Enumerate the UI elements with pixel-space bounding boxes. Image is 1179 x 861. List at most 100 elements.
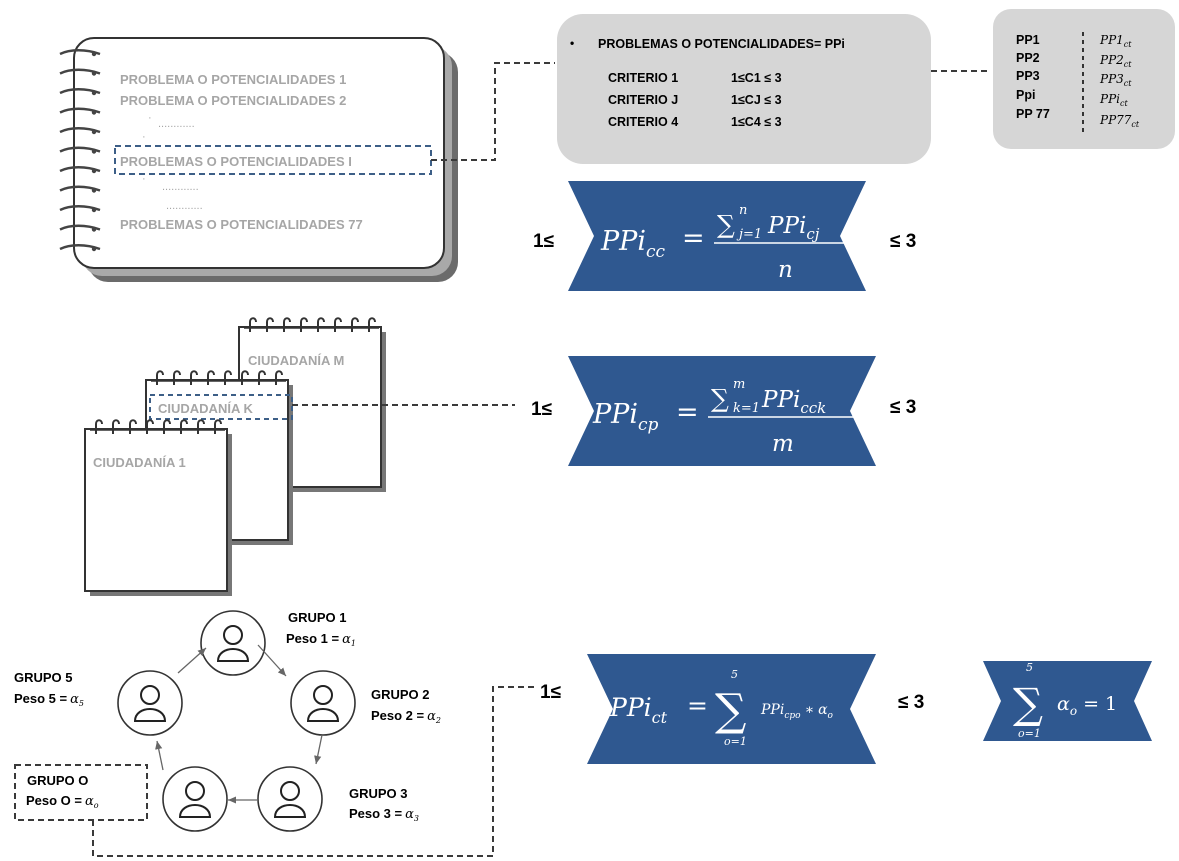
formula-3-term: PPicpo∗αo [760,702,834,721]
formula-3-sigma: ∑ [715,685,746,736]
pp-box: PP1 PP2 PP3 Ppi PP 77 PP1ct PP2ct PP3ct … [993,9,1175,149]
notepad-rings [151,370,286,385]
pp-value-i: PPict [1099,92,1128,108]
notepad-ring-icon [283,317,291,332]
notepad-icon: CIUDADANÍA 1 [84,419,232,596]
group-2-peso: Peso 2 =α2 [371,708,441,725]
spiral-ring-icon [59,185,101,192]
notepad-ring-icon [249,317,257,332]
person-icon [216,625,250,662]
formula-2-numerator: PPicck [761,387,826,417]
spiral-ring-icon [59,244,101,251]
formula-3-lower-bound: 1≤ [540,682,561,703]
notepad-ring-icon [129,419,137,434]
person-icon [133,685,167,722]
criteria-bullet: • [570,36,574,50]
group-1-name: GRUPO 1 [288,610,347,625]
criterio-4-range: 1≤C4 ≤ 3 [731,115,782,129]
formula-3: 1≤ PPict = ∑ 5 o=1 PPicpo∗αo ≤ 3 [540,654,924,764]
notebook-dots: ............ [158,118,195,130]
formula-4: ∑ 5 o=1 αo= 1 [983,661,1152,741]
criterio-j-range: 1≤CJ ≤ 3 [731,93,782,107]
spiral-hole-icon [91,51,97,57]
formula-2: 1≤ PPicp = ∑ k=1 m PPicck m ≤ 3 [531,356,916,466]
formula-1-equals: = [682,223,705,254]
notepad-ring-icon [317,317,325,332]
notebook-line-2: PROBLEMA O POTENCIALIDADES 2 [120,93,346,108]
spiral-hole-icon [91,188,97,193]
notepad-ring-icon [214,419,222,434]
arrow-icon [177,647,207,674]
person-icon [273,781,307,818]
formula-2-lower-bound: 1≤ [531,399,552,420]
notepad-ring-icon [224,370,232,385]
formula-1: 1≤ PPicc = ∑ j=1 n PPicj n ≤ 3 [533,181,916,291]
notebook-line-77: PROBLEMAS O POTENCIALIDADES 77 [120,217,363,232]
spiral-ring-icon [59,88,101,95]
criterio-4-label: CRITERIO 4 [608,115,678,129]
spiral-hole-icon [91,207,97,213]
notepad-ring-icon [112,419,120,434]
spiral-ring-icon [59,146,101,153]
formula-1-lhs: PPicc [600,226,666,262]
notebook-line-1: PROBLEMA O POTENCIALIDADES 1 [120,72,346,87]
spiral-hole-icon [91,168,97,174]
notepad-ring-icon [334,317,342,332]
notebook-content: PROBLEMA O POTENCIALIDADES 1 PROBLEMA O … [114,72,432,232]
pp-label-3: PP3 [1016,69,1040,83]
pp-label-2: PP2 [1016,51,1040,65]
pp-label-77: PP 77 [1016,107,1050,121]
group-3-name: GRUPO 3 [349,786,408,801]
notepad-ring-icon [266,317,274,332]
notepad-ring-icon [190,370,198,385]
spiral-hole-icon [91,149,97,154]
group-5-peso: Peso 5 =α5 [14,691,84,708]
pp-value-77: PP77ct [1099,113,1140,129]
formula-2-sum-sup: m [733,377,745,392]
formula-1-banner [568,181,866,291]
criteria-heading: PROBLEMAS O POTENCIALIDADES= PPi [598,37,845,51]
group-1-peso: Peso 1 =α1 [286,631,356,648]
group-o-node [162,766,228,832]
notepad-ring-icon [173,370,181,385]
formula-1-sum-sub: j=1 [736,227,762,242]
group-cycle: GRUPO 1 Peso 1 =α1 GRUPO 2 Peso 2 =α2 GR… [14,610,441,832]
notepad-ring-icon [241,370,249,385]
notepad-ring-icon [368,317,376,332]
connector-notebook-criteria [431,62,555,161]
pp-value-2: PP2ct [1099,53,1132,69]
person-icon [306,685,340,722]
formula-3-equals: = [687,691,708,720]
arrow-icon [257,644,287,677]
arrow-icon [314,734,323,765]
notepad-ring-icon [156,370,164,385]
formula-1-sigma: ∑ [717,210,735,239]
spiral-hole-icon [91,129,97,135]
spiral-ring-icon [59,224,101,231]
formula-2-banner [568,356,876,466]
notepad-ring-icon [351,317,359,332]
spiral-notebook-icon [59,37,458,282]
notebook-rings [59,49,101,252]
formula-3-sum-bottom: o=1 [724,735,747,748]
spiral-ring-icon [59,205,101,212]
spiral-hole-icon [91,71,97,76]
criterio-1-range: 1≤C1 ≤ 3 [731,71,782,85]
formula-2-sum-sub: k=1 [733,401,760,416]
notepad-ring-icon [258,370,266,385]
formula-3-banner [587,654,876,764]
group-o-name: GRUPO O [27,773,88,788]
formula-1-lower-bound: 1≤ [533,231,554,252]
spiral-hole-icon [91,246,97,252]
spiral-ring-icon [59,166,101,173]
group-2-node [290,670,356,736]
criterio-1-label: CRITERIO 1 [608,71,678,85]
formula-4-sigma: ∑ [1013,679,1043,728]
citizen-highlight-box [149,394,293,420]
formula-1-numerator: PPicj [767,213,820,243]
person-icon [178,781,212,818]
notebook-dots: ............ [166,200,203,212]
spiral-hole-icon [91,227,97,232]
group-o-box [14,764,148,821]
